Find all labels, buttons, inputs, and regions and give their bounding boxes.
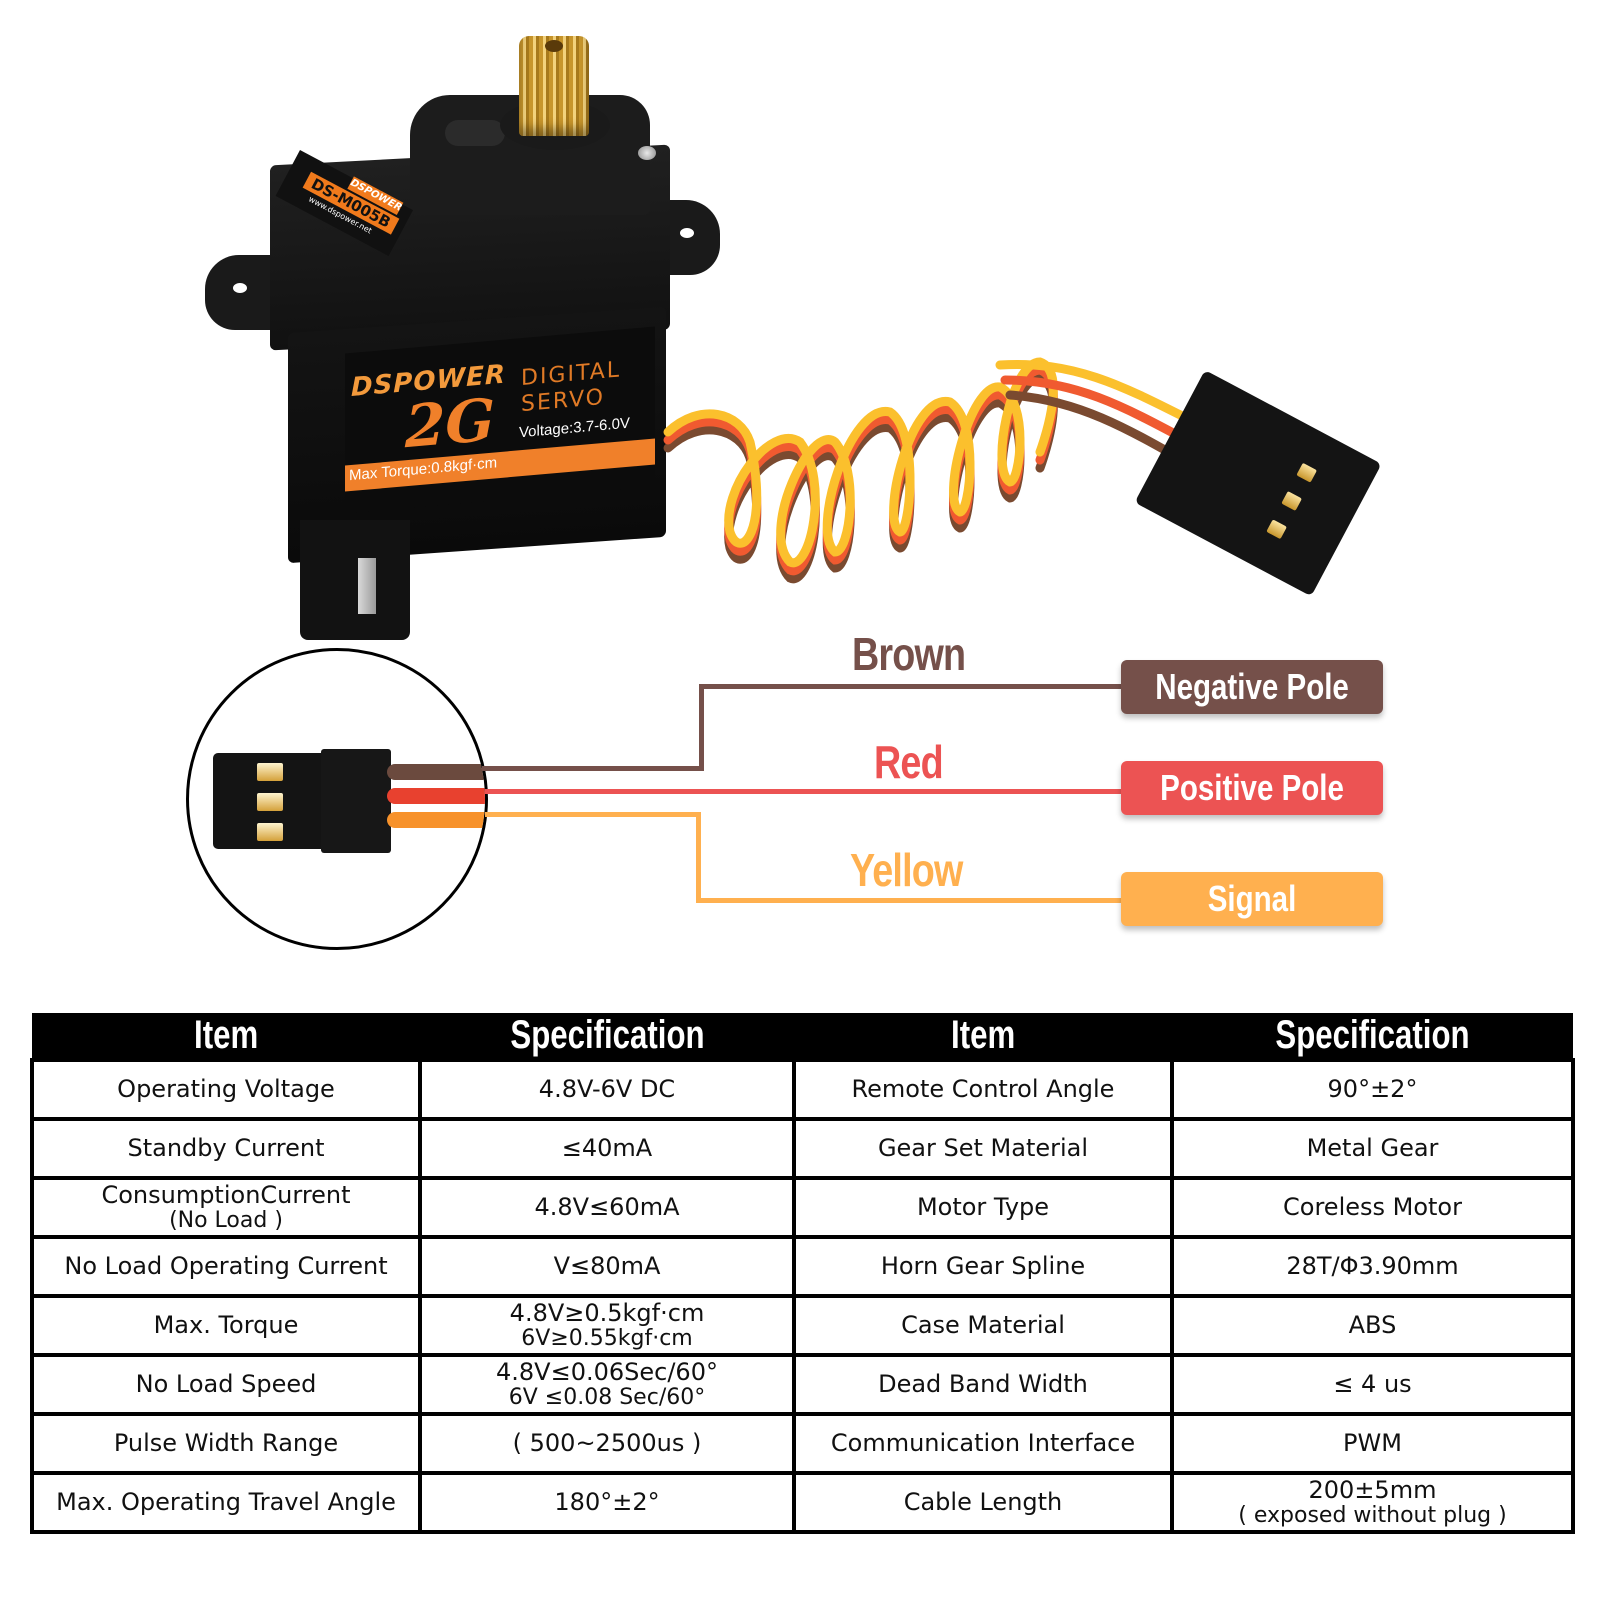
spec-cell: 4.8V-6V DC <box>418 1058 796 1121</box>
servo-bottom-leg <box>300 520 410 640</box>
spec-cell: Coreless Motor <box>1170 1176 1575 1239</box>
spec-cell: 90°±2° <box>1170 1058 1575 1121</box>
item-cell: No Load Operating Current <box>30 1235 422 1298</box>
item-cell: Motor Type <box>792 1176 1174 1239</box>
brown-wire-line <box>699 684 704 771</box>
metal-tab <box>358 558 376 614</box>
wire-color-label-red: Red <box>874 736 944 788</box>
item-cell: No Load Speed <box>30 1353 422 1416</box>
connector-pin <box>257 793 283 811</box>
spec-cell: 28T/Φ3.90mm <box>1170 1235 1575 1298</box>
yellow-wire-line <box>696 898 1126 903</box>
mounting-hole <box>233 283 247 293</box>
wire-color-label-yellow: Yellow <box>850 844 963 896</box>
connector-pin <box>257 823 283 841</box>
wire-color-label-brown: Brown <box>852 628 966 680</box>
table-row: No Load Operating Current V≤80mA Horn Ge… <box>30 1235 1575 1298</box>
spec-cell: ≤40mA <box>418 1117 796 1180</box>
connector-pin <box>257 763 283 781</box>
item-cell: Max. Torque <box>30 1294 422 1357</box>
sticker-voltage: Voltage:3.7-6.0V <box>519 414 630 442</box>
item-cell: Cable Length <box>792 1471 1174 1534</box>
header-item-left: Item <box>32 1013 420 1060</box>
positive-pole-label: Positive Pole <box>1160 767 1344 808</box>
case-screw-icon <box>638 146 656 160</box>
plug-housing <box>321 749 391 853</box>
item-cell: Horn Gear Spline <box>792 1235 1174 1298</box>
item-cell: Max. Operating Travel Angle <box>30 1471 422 1534</box>
connector-pin <box>1296 462 1318 483</box>
table-row: Max. Operating Travel Angle 180°±2° Cabl… <box>30 1471 1575 1534</box>
header-spec-left: Specification <box>420 1013 794 1060</box>
connector-closeup-circle <box>186 648 488 950</box>
item-cell: Gear Set Material <box>792 1117 1174 1180</box>
spec-cell: V≤80mA <box>418 1235 796 1298</box>
item-cell: Pulse Width Range <box>30 1412 422 1475</box>
yellow-wire-line <box>485 812 700 817</box>
header-spec-right: Specification <box>1172 1013 1573 1060</box>
brown-wire-line <box>482 766 704 771</box>
spec-cell: 200±5mm( exposed without plug ) <box>1170 1471 1575 1534</box>
item-cell: Standby Current <box>30 1117 422 1180</box>
closeup-connector-plug <box>213 749 391 853</box>
spec-cell: 180°±2° <box>418 1471 796 1534</box>
item-cell: Operating Voltage <box>30 1058 422 1121</box>
table-row: Operating Voltage 4.8V-6V DC Remote Cont… <box>30 1058 1575 1121</box>
table-row: Pulse Width Range ( 500~2500us ) Communi… <box>30 1412 1575 1475</box>
sticker-weight: 2G <box>405 385 495 462</box>
mounting-hole <box>680 228 694 238</box>
signal-label: Signal <box>1207 878 1297 919</box>
item-cell: Communication Interface <box>792 1412 1174 1475</box>
negative-pole-badge: Negative Pole <box>1121 660 1383 714</box>
specification-table: Item Specification Item Specification Op… <box>30 1013 1575 1534</box>
item-cell: ConsumptionCurrent(No Load ) <box>30 1176 422 1239</box>
item-cell: Remote Control Angle <box>792 1058 1174 1121</box>
spec-cell: ABS <box>1170 1294 1575 1357</box>
spec-cell: 4.8V≤60mA <box>418 1176 796 1239</box>
closeup-brown-wire <box>387 764 485 780</box>
positive-pole-badge: Positive Pole <box>1121 761 1383 815</box>
table-row: ConsumptionCurrent(No Load ) 4.8V≤60mA M… <box>30 1176 1575 1239</box>
spec-cell: 4.8V≤0.06Sec/60°6V ≤0.08 Sec/60° <box>418 1353 796 1416</box>
item-cell: Dead Band Width <box>792 1353 1174 1416</box>
servo-sticker: DSPOWER 2G DIGITAL SERVO Voltage:3.7-6.0… <box>345 326 655 514</box>
connector-pin <box>1281 491 1302 511</box>
gear-screw-hole <box>545 40 563 52</box>
brown-wire-line <box>699 684 1124 689</box>
table-row: No Load Speed 4.8V≤0.06Sec/60°6V ≤0.08 S… <box>30 1353 1575 1416</box>
housing-tab <box>445 120 505 146</box>
closeup-red-wire <box>387 788 485 804</box>
signal-badge: Signal <box>1121 872 1383 926</box>
table-row: Standby Current ≤40mA Gear Set Material … <box>30 1117 1575 1180</box>
connector-pin <box>1266 519 1287 540</box>
output-gear-spline-icon <box>519 36 589 136</box>
spec-cell: Metal Gear <box>1170 1117 1575 1180</box>
item-cell: Case Material <box>792 1294 1174 1357</box>
sticker-digital: DIGITAL <box>521 357 622 392</box>
closeup-yellow-wire <box>387 812 485 828</box>
spec-cell: ≤ 4 us <box>1170 1353 1575 1416</box>
spec-cell: ( 500~2500us ) <box>418 1412 796 1475</box>
header-item-right: Item <box>794 1013 1172 1060</box>
yellow-wire-line <box>696 812 701 903</box>
spec-cell: PWM <box>1170 1412 1575 1475</box>
servo-product-image: DSPOWER DS-M005B www.dspower.net DSPOWER… <box>0 0 1600 660</box>
red-wire-line <box>485 789 1125 794</box>
negative-pole-label: Negative Pole <box>1155 666 1349 707</box>
